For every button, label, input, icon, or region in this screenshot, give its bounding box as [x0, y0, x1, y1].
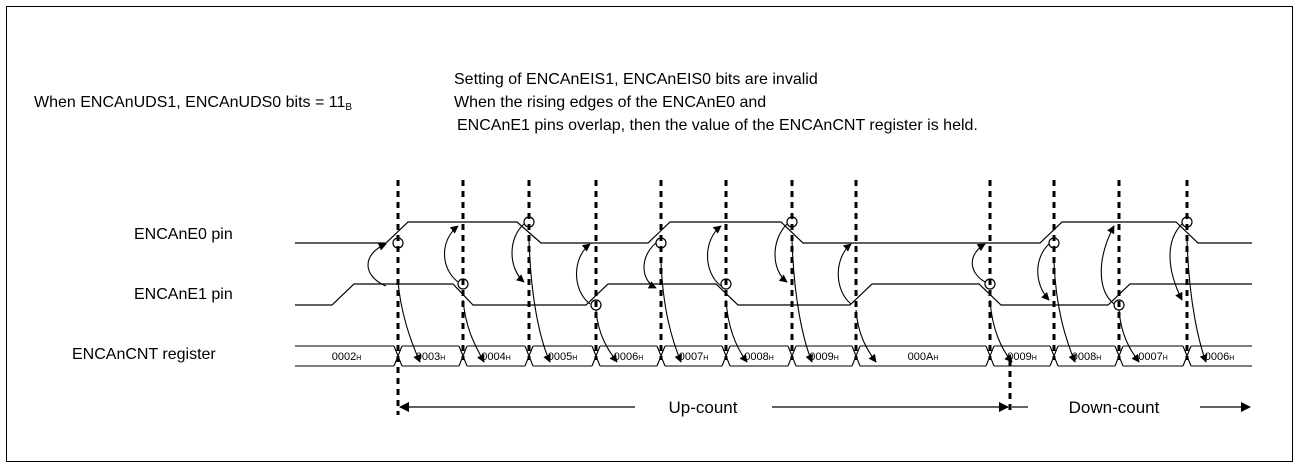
bus-transition [1114, 345, 1124, 367]
diagram-frame [6, 6, 1293, 462]
e1-pin-label: ENCAnE1 pin [134, 286, 233, 303]
note-line-1: Setting of ENCAnEIS1, ENCAnEIS0 bits are… [454, 71, 818, 88]
edge-relation-arrows [367, 223, 1183, 305]
register-value: 0009H [809, 351, 839, 363]
register-value: 0008H [1072, 351, 1102, 363]
register-value: 0005H [548, 351, 578, 363]
register-value: 0006H [614, 351, 644, 363]
bus-transition [787, 345, 797, 367]
cnt-register-bus: 0002H 0003H 0004H 0005H 0006H 0007H 0008H 0009H… [295, 345, 1252, 367]
register-value: 0006H [1205, 351, 1235, 363]
register-value: 0007H [1138, 351, 1168, 363]
register-update-arrows [397, 239, 1208, 363]
register-value: 0002H [332, 351, 362, 363]
register-value: 0009H [1007, 351, 1037, 363]
register-value: 0008H [744, 351, 774, 363]
e0-pin-label: ENCAnE0 pin [134, 226, 233, 243]
bus-transition [458, 345, 468, 367]
bus-transition [591, 345, 601, 367]
condition-label: When ENCAnUDS1, ENCAnUDS0 bits = 11B [34, 94, 353, 113]
e0-edge-circles [392, 216, 1193, 249]
bus-transition [656, 345, 666, 367]
register-value: 0003H [416, 351, 446, 363]
up-count-label: Up-count [669, 398, 738, 417]
e0-waveform [295, 221, 1252, 244]
e1-waveform [295, 283, 1252, 306]
bus-transition [721, 345, 731, 367]
bus-transition [985, 345, 995, 367]
bus-transition [524, 345, 534, 367]
note-line-2: When the rising edges of the ENCAnE0 and [454, 94, 767, 111]
cnt-register-label: ENCAnCNT register [72, 346, 216, 363]
bus-transition [1049, 345, 1059, 367]
note-line-3: ENCAnE1 pins overlap, then the value of … [457, 117, 978, 134]
register-value: 0007H [679, 351, 709, 363]
register-value: 0004H [481, 351, 511, 363]
count-direction-arrows: Up-count Down-count [399, 398, 1251, 417]
bus-lines [295, 345, 1252, 367]
register-value: 000AH [908, 351, 939, 363]
bus-transition [851, 345, 861, 367]
bus-transition [1182, 345, 1192, 367]
down-count-label: Down-count [1069, 398, 1160, 417]
bus-transition [393, 345, 403, 367]
